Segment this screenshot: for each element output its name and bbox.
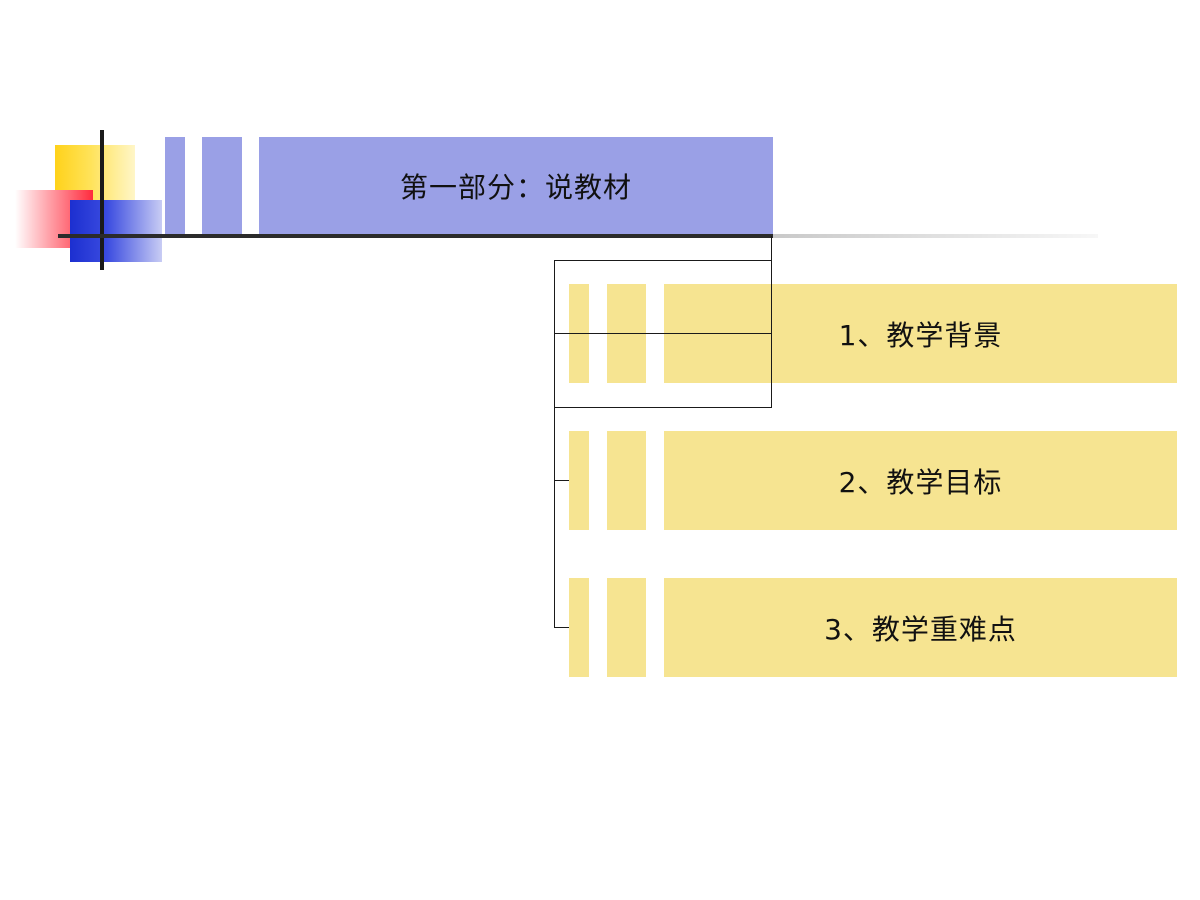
title-underline bbox=[58, 234, 773, 238]
connector-bottom bbox=[554, 407, 772, 408]
item-2-box[interactable]: 2、教学目标 bbox=[664, 431, 1177, 530]
item-2-stripe-2 bbox=[607, 431, 646, 530]
logo-blue-square bbox=[70, 200, 162, 262]
connector-title-down bbox=[771, 236, 772, 408]
title-stripe-2 bbox=[202, 137, 242, 234]
connector-item-2 bbox=[554, 480, 569, 481]
item-3-stripe-1 bbox=[569, 578, 589, 677]
item-3-stripe-2 bbox=[607, 578, 646, 677]
logo-vertical-line bbox=[100, 130, 104, 270]
item-2-stripe-1 bbox=[569, 431, 589, 530]
connector-top bbox=[554, 260, 772, 261]
title-bar: 第一部分：说教材 bbox=[259, 137, 773, 234]
connector-vertical bbox=[554, 260, 555, 628]
item-1-label: 1、教学背景 bbox=[838, 318, 1003, 352]
connector-item-3 bbox=[554, 627, 569, 628]
connector-item-1 bbox=[554, 333, 772, 334]
item-3-label: 3、教学重难点 bbox=[824, 612, 1017, 646]
page-title: 第一部分：说教材 bbox=[399, 170, 632, 204]
title-stripe-1 bbox=[165, 137, 185, 234]
title-underline-fade bbox=[773, 234, 1098, 238]
item-2-label: 2、教学目标 bbox=[838, 465, 1003, 499]
item-3-box[interactable]: 3、教学重难点 bbox=[664, 578, 1177, 677]
